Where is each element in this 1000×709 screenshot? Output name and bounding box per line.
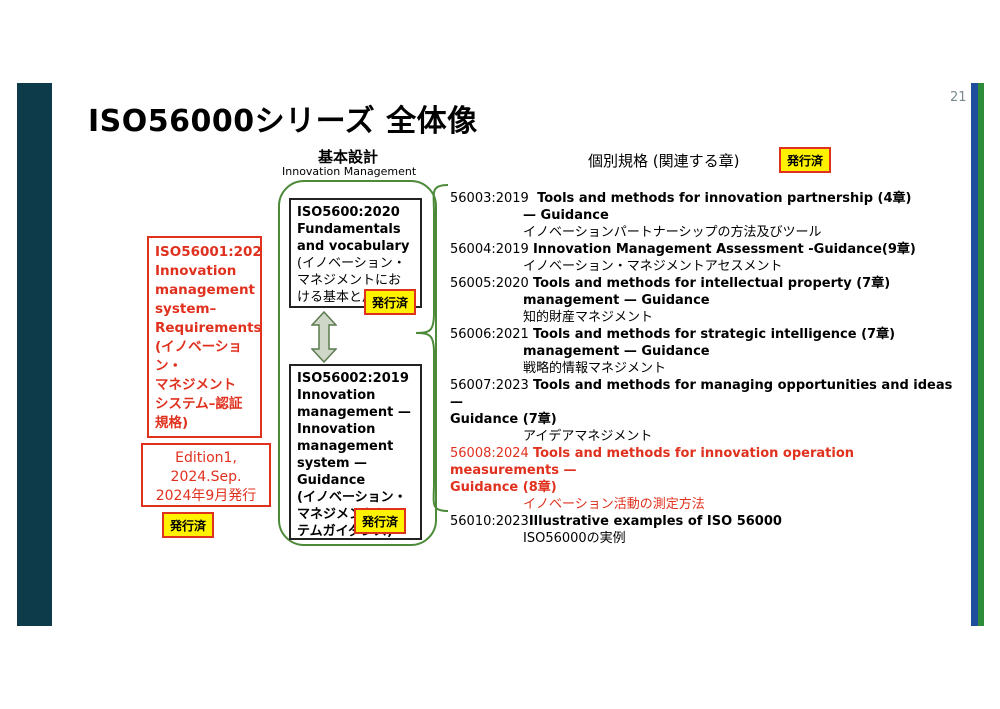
standard-title: Tools and methods for intellectual prope… [532,276,891,291]
iso56001-line: システム–認証 [155,396,243,412]
iso56001-line: マネジメント [155,377,236,393]
iso56002-line: management — [297,405,411,420]
standard-jp: ISO56000の実例 [523,531,626,546]
standard-item: 56007:2023 Tools and methods for managin… [450,377,955,445]
right-accent-bar-green [978,83,984,626]
basic-design-header: 基本設計 [318,148,379,166]
standard-title-cont: Guidance (7章) [450,412,557,427]
standard-code: 56005:2020 [450,276,529,291]
standard-code: 56006:2021 [450,327,529,342]
standard-item: 56010:2023Illustrative examples of ISO 5… [450,513,955,547]
edition-line: Edition1, [175,450,237,466]
iso56002-line: ISO56002:2019 [297,371,409,386]
standard-code: 56003:2019 [450,191,529,206]
edition-line: 2024年9月発行 [155,488,257,504]
basic-design-group-outline [278,180,437,546]
iso56002-line: (イノベーション・ [297,490,407,505]
left-accent-bar [17,83,52,626]
standard-title-cont: — Guidance [523,208,609,223]
iso56001-box: ISO56001:2024 Innovation management syst… [147,236,262,438]
iso56001-line: 規格) [155,415,189,431]
iso56002-line: system — [297,456,368,471]
standard-title: Tools and methods for strategic intellig… [532,327,896,342]
standard-code: 56010:2023 [450,514,529,529]
iso56000-line: ISO5600:2020 [297,205,400,220]
iso56001-line: Innovation [155,263,237,279]
standard-title: Tools and methods for innovation operati… [450,446,855,478]
standard-item-highlighted: 56008:2024 Tools and methods for innovat… [450,445,955,513]
iso56002-line: Guidance [297,473,366,488]
iso56001-line: ン・ [155,358,182,374]
standard-jp: イノベーション活動の測定方法 [523,497,705,512]
iso56001-line: Requirements [155,320,262,336]
published-badge-iso56001: 発行済 [162,512,215,538]
innovation-management-header: Innovation Management [282,165,417,178]
standard-item: 56003:2019 Tools and methods for innovat… [450,190,955,241]
iso56001-line: (イノベーショ [155,339,242,355]
standard-code: 56004:2019 [450,242,529,257]
iso56000-line: マネジメントにお [297,273,402,288]
iso56000-line: and vocabulary [297,239,410,254]
standard-jp: アイデアマネジメント [523,429,653,444]
iso56001-line: management [155,282,256,298]
right-accent-bar-blue [971,83,978,626]
curly-brace-icon [415,184,449,512]
standard-title-cont: management — Guidance [523,293,710,308]
iso56002-line: management [297,439,394,454]
standard-jp: イノベーションパートナーシップの方法及びツール [523,225,822,240]
standard-title: Illustrative examples of ISO 56000 [528,514,782,529]
iso56001-line: system– [155,301,217,317]
standards-list: 56003:2019 Tools and methods for innovat… [450,190,955,547]
standard-title-cont: Guidance (8章) [450,480,557,495]
iso56002-line: Innovation [297,422,376,437]
double-arrow-icon [311,311,337,363]
standard-item: 56006:2021 Tools and methods for strateg… [450,326,955,377]
standard-title: Tools and methods for managing opportuni… [450,378,953,410]
iso56000-line: (イノベーション・ [297,256,406,271]
iso56001-edition-box: Edition1, 2024.Sep. 2024年9月発行 [141,443,271,507]
standard-item: 56004:2019 Innovation Management Assessm… [450,241,955,275]
published-badge-header: 発行済 [779,147,832,173]
published-badge-iso56000: 発行済 [364,289,417,315]
edition-line: 2024.Sep. [170,469,242,485]
iso56001-line: ISO56001:2024 [155,244,262,260]
standard-jp: 戦略的情報マネジメント [523,361,667,376]
slide-title: ISO56000シリーズ 全体像 [88,104,478,139]
iso56002-line: Innovation [297,388,376,403]
standard-code: 56008:2024 [450,446,529,461]
standard-item: 56005:2020 Tools and methods for intelle… [450,275,955,326]
standard-jp: イノベーション・マネジメントアセスメント [523,259,783,274]
published-badge-iso56002: 発行済 [354,508,407,534]
standard-title: Innovation Management Assessment -Guidan… [532,242,916,257]
page-number: 21 [950,90,967,105]
iso56000-line: Fundamentals [297,222,401,237]
standard-code: 56007:2023 [450,378,529,393]
standard-title: Tools and methods for innovation partner… [537,191,912,206]
standard-jp: 知的財産マネジメント [523,310,654,325]
individual-standards-header: 個別規格 (関連する章) [588,152,740,170]
standard-title-cont: management — Guidance [523,344,710,359]
